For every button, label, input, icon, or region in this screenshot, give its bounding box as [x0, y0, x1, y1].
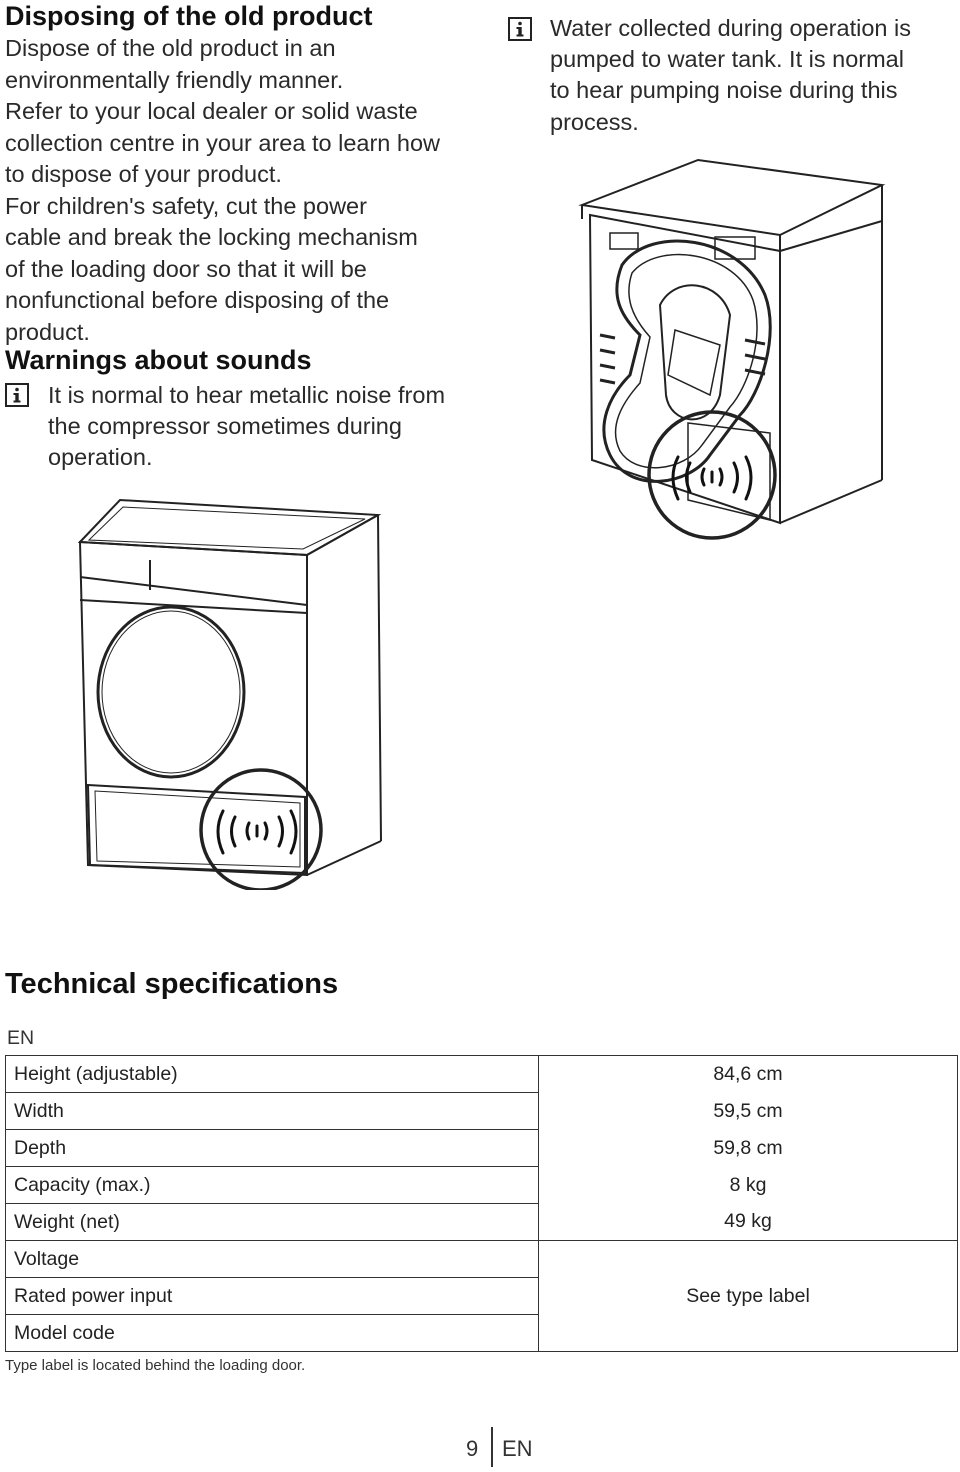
- table-row: Rated power input: [5, 1277, 958, 1315]
- spec-label: Capacity (max.): [5, 1166, 539, 1204]
- spec-value: See type label: [538, 1240, 958, 1352]
- disposing-line: of the loading door so that it will be: [5, 255, 367, 282]
- sounds-note-line: It is normal to hear metallic noise from: [48, 382, 446, 408]
- spec-label: Weight (net): [5, 1203, 539, 1241]
- footer-lang: EN: [502, 1436, 533, 1461]
- table-row: Width 59,5 cm: [5, 1092, 958, 1130]
- spec-label: Width: [5, 1092, 539, 1130]
- table-row: Voltage See type label: [5, 1240, 958, 1352]
- spec-value: 59,5 cm: [538, 1092, 958, 1130]
- footer-divider: [491, 1427, 493, 1467]
- dryer-rear-illustration: [578, 158, 886, 540]
- page-number: 9: [466, 1436, 479, 1461]
- disposing-title: Disposing of the old product: [5, 1, 373, 31]
- disposing-line: For children's safety, cut the power: [5, 192, 367, 219]
- spec-table: Height (adjustable) 84,6 cm Width 59,5 c…: [5, 1055, 958, 1352]
- sounds-title: Warnings about sounds: [5, 345, 312, 375]
- spec-value: 8 kg: [538, 1166, 958, 1204]
- spec-value: 59,8 cm: [538, 1129, 958, 1167]
- table-row: Weight (net) 49 kg: [5, 1203, 958, 1241]
- sounds-note-line: operation.: [48, 444, 153, 471]
- tech-lang: EN: [7, 1027, 35, 1049]
- disposing-line: Dispose of the old product in an: [5, 35, 336, 61]
- spec-value: 84,6 cm: [538, 1055, 958, 1093]
- sound-waves-icon: [216, 809, 298, 855]
- table-row: Height (adjustable) 84,6 cm: [5, 1055, 958, 1093]
- spec-label: Model code: [5, 1314, 539, 1352]
- disposing-line: cable and break the locking mechanism: [5, 224, 418, 250]
- pump-note-line: Water collected during operation is: [550, 15, 911, 41]
- info-icon: [508, 17, 532, 41]
- tech-footnote: Type label is located behind the loading…: [5, 1357, 306, 1374]
- spec-label: Voltage: [5, 1240, 539, 1278]
- disposing-line: environmentally friendly manner.: [5, 66, 344, 93]
- disposing-line: collection centre in your area to learn …: [5, 129, 440, 156]
- pump-note-line: to hear pumping noise during this: [550, 77, 898, 104]
- info-icon: [5, 383, 29, 407]
- tech-title: Technical specifications: [5, 968, 339, 1000]
- table-row: Model code: [5, 1314, 958, 1352]
- disposing-line: nonfunctional before disposing of the: [5, 287, 390, 313]
- sound-waves-icon: [671, 455, 753, 501]
- disposing-line: to dispose of your product.: [5, 161, 282, 187]
- pump-note-line: pumped to water tank. It is normal: [550, 46, 904, 73]
- disposing-line: product.: [5, 318, 90, 345]
- dryer-front-illustration: [77, 498, 382, 890]
- spec-label: Rated power input: [5, 1277, 539, 1315]
- spec-label: Depth: [5, 1129, 539, 1167]
- disposing-line: Refer to your local dealer or solid wast…: [5, 98, 418, 124]
- spec-label: Height (adjustable): [5, 1055, 539, 1093]
- disposing-body: Dispose of the old product in an environ…: [5, 33, 475, 348]
- sounds-note-line: the compressor sometimes during: [48, 413, 402, 440]
- pump-note-line: process.: [550, 108, 639, 135]
- spec-value: 49 kg: [538, 1203, 958, 1241]
- table-row: Depth 59,8 cm: [5, 1129, 958, 1167]
- table-row: Capacity (max.) 8 kg: [5, 1166, 958, 1204]
